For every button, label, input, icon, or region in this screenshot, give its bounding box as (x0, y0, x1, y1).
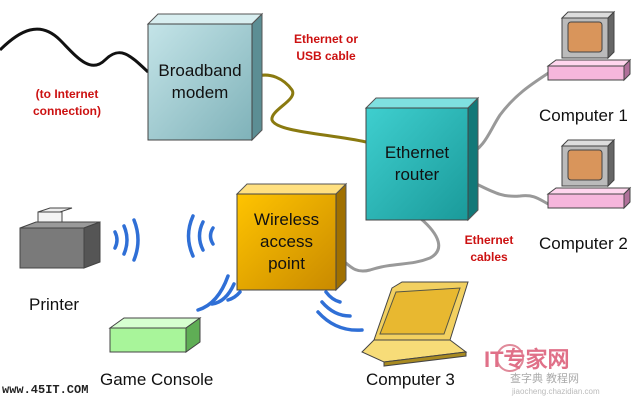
modem-label: Broadband modem (158, 61, 242, 102)
computer3-label: Computer 3 (366, 370, 455, 389)
computer3-laptop-icon (361, 281, 469, 367)
computer1-label: Computer 1 (539, 106, 628, 125)
modem-cable-note: Ethernet or USB cable (293, 32, 358, 63)
internet-note: (to Internet connection) (33, 87, 101, 118)
router-computer2-cable (467, 178, 551, 207)
router-cables-note: Ethernet cables (464, 233, 514, 264)
wap-box (236, 193, 337, 291)
router-computer1-cable (467, 70, 551, 157)
it-logo-watermark (476, 340, 626, 396)
it-logo-text: IT专家网 (484, 347, 570, 372)
wap-label: Wireless access point (253, 210, 320, 273)
computer1-icon (546, 10, 632, 82)
printer-icon (19, 207, 101, 269)
game-console-label: Game Console (100, 370, 214, 389)
site-watermark: www.45IT.COM (2, 383, 89, 397)
printer-label: Printer (29, 295, 80, 314)
modem-box (147, 23, 253, 141)
computer2-icon (546, 138, 632, 210)
router-box (365, 107, 469, 221)
computer2-label: Computer 2 (539, 234, 628, 253)
internet-cable (0, 27, 150, 74)
chazidian-watermark: 查字典 教程网 (510, 373, 580, 385)
modem-router-cable (251, 73, 367, 144)
router-label: Ethernet router (384, 143, 450, 184)
signal-waves-icon (113, 214, 364, 332)
router-wap-cable (339, 216, 441, 273)
chazidian-url: jiaocheng.chazidian.com (512, 387, 600, 396)
game-console-icon (108, 317, 202, 353)
